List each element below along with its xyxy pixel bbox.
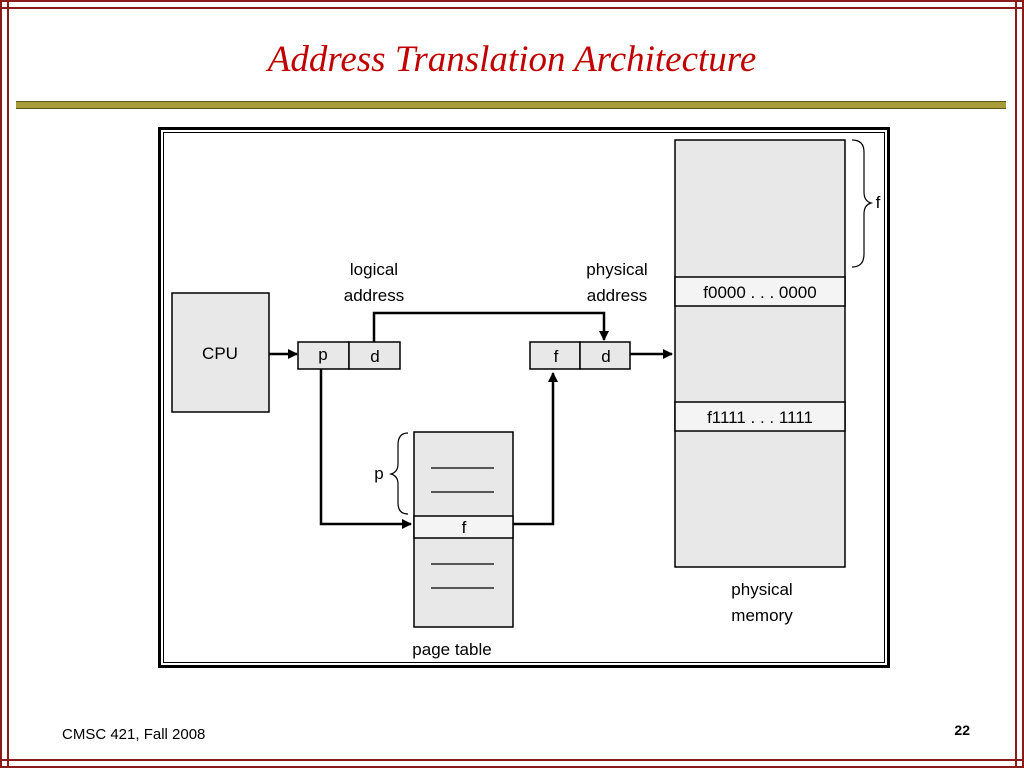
- physical-memory-label-line1: physical: [731, 580, 792, 599]
- memory-frame-start-row: [674, 276, 846, 307]
- cpu-label: CPU: [202, 344, 238, 363]
- slide-number: 22: [954, 722, 970, 738]
- physical-offset-field: [579, 341, 631, 370]
- physical-frame-label: f: [554, 347, 559, 366]
- page-table-label: page table: [412, 640, 491, 659]
- memory-frame-brace: [851, 139, 874, 268]
- memory-frame-end-label: f1111 . . . 1111: [707, 408, 813, 427]
- physical-offset-label: d: [601, 347, 610, 366]
- physical-address-label-line2: address: [587, 286, 647, 305]
- physical-memory-label-line2: memory: [731, 606, 793, 625]
- page-index-label: p: [374, 464, 383, 483]
- physical-address-label-line1: physical: [586, 260, 647, 279]
- logical-address-label-line2: address: [344, 286, 404, 305]
- memory-frame-start-label: f0000 . . . 0000: [703, 283, 816, 302]
- physical-memory: [674, 139, 846, 568]
- page-number-lookup-arrow: [319, 369, 412, 529]
- cpu-box: [171, 292, 270, 413]
- title-divider: [16, 101, 1006, 109]
- page-index-brace: [388, 432, 409, 515]
- frame-number-arrow: [513, 372, 558, 526]
- page-table-entry: [413, 515, 514, 539]
- page-table-entry-label: f: [462, 518, 467, 537]
- logical-offset-field: [348, 341, 401, 370]
- offset-copy-arrow: [372, 311, 609, 342]
- course-footer: CMSC 421, Fall 2008: [62, 726, 206, 743]
- memory-frame-brace-label: f: [876, 193, 881, 212]
- logical-address-label-line1: logical: [350, 260, 398, 279]
- slide-title: Address Translation Architecture: [267, 39, 757, 80]
- logical-page-label: p: [318, 345, 327, 364]
- memory-frame-end-row: [674, 401, 846, 432]
- logical-page-field: [297, 341, 350, 370]
- logical-offset-label: d: [370, 347, 379, 366]
